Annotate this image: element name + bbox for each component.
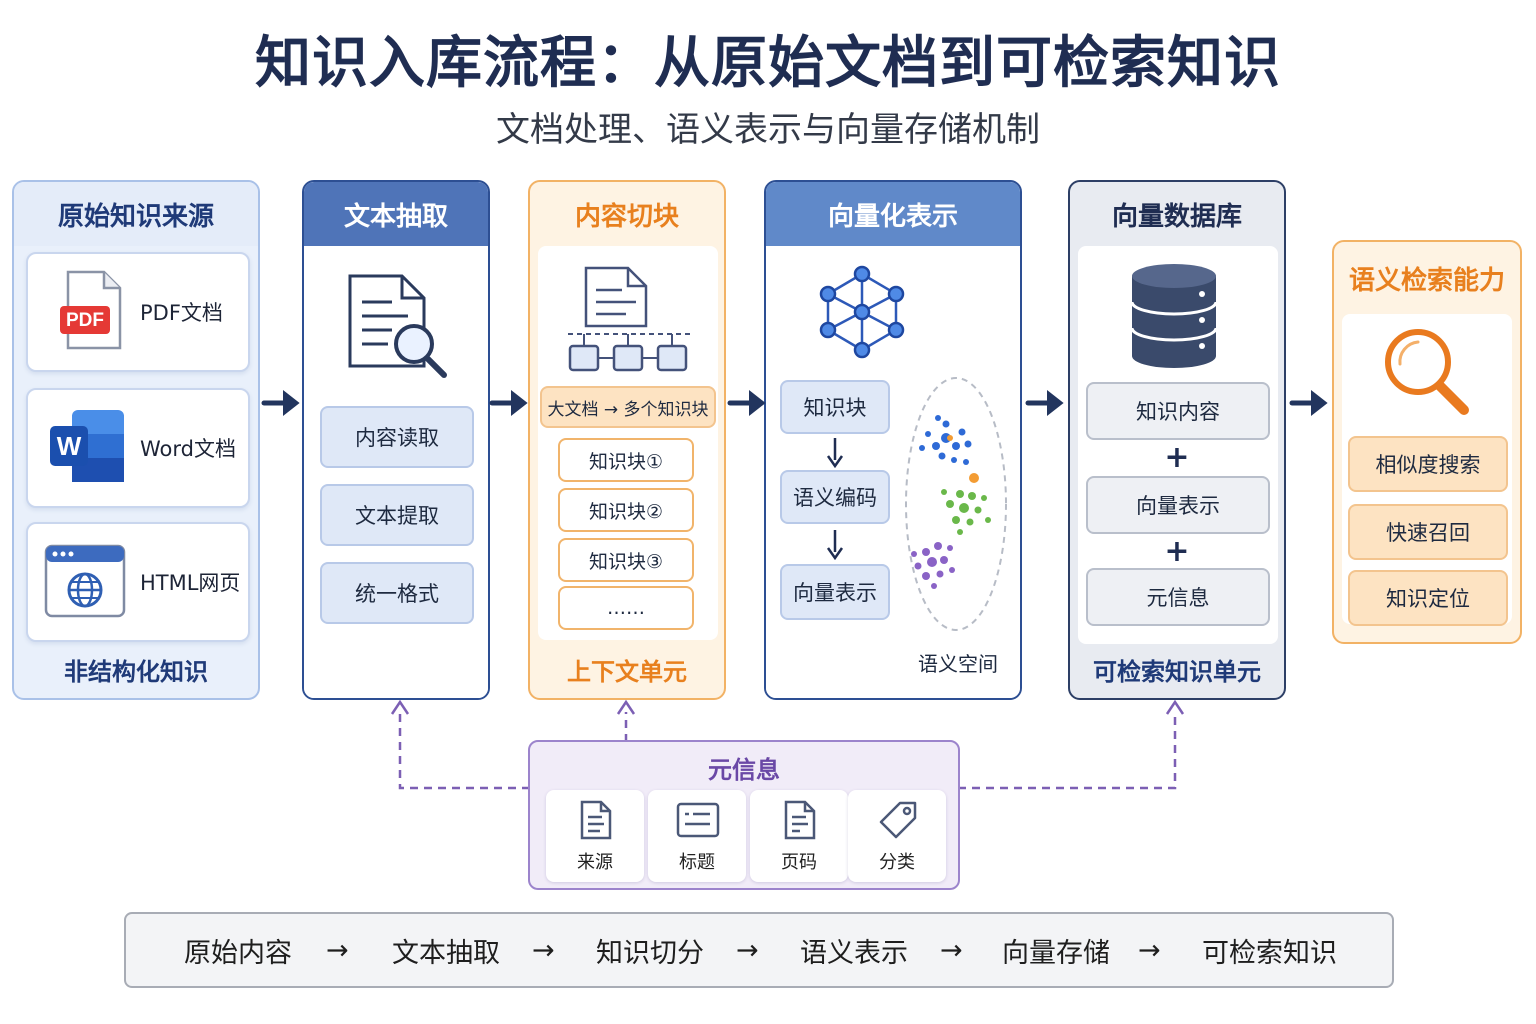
- meta-label-source: 来源: [577, 852, 613, 873]
- semantic-space-scatter: [905, 377, 1007, 631]
- flow-step-5: 向量存储: [1002, 937, 1110, 969]
- flow-step-4: 语义表示: [800, 937, 908, 969]
- extract-step-format: 统一格式: [320, 562, 474, 624]
- right-arrow-icon: [1025, 389, 1064, 417]
- db-footer: 可检索知识单元: [1093, 657, 1261, 686]
- neural-network-icon: [819, 265, 905, 359]
- search-item-recall: 快速召回: [1348, 504, 1508, 560]
- flow-step-6: 可检索知识: [1202, 937, 1337, 969]
- sources-title: 原始知识来源: [14, 182, 258, 246]
- source-doc-icon: [580, 800, 612, 840]
- chunk-item-more: ……: [558, 586, 694, 630]
- flow-arrow-icon: →: [326, 934, 349, 966]
- plus-icon: +: [1164, 440, 1190, 475]
- search-title: 语义检索能力: [1348, 265, 1505, 296]
- page-title: 知识入库流程：从原始文档到可检索知识: [255, 31, 1281, 96]
- database-icon: [1130, 264, 1218, 368]
- flow-arrow-icon: →: [736, 934, 759, 966]
- chunk-item-1: 知识块①: [558, 438, 694, 482]
- chunk-column: 内容切块 大文档 → 多个知识块 知识块① 知识块② 知识块③ …… 上下文单元: [528, 180, 726, 700]
- page-subtitle: 文档处理、语义表示与向量存储机制: [496, 110, 1040, 150]
- document-split-icon: [568, 266, 690, 372]
- extract-step-extract: 文本提取: [320, 484, 474, 546]
- db-title: 向量数据库: [1111, 201, 1242, 232]
- plus-icon: +: [1164, 534, 1190, 569]
- down-arrow-icon: [826, 530, 844, 564]
- meta-box: 元信息 来源 标题 页码: [528, 740, 960, 890]
- vector-step-vector: 向量表示: [780, 564, 890, 620]
- chunk-title: 内容切块: [574, 201, 679, 232]
- db-item-meta: 元信息: [1086, 568, 1270, 626]
- meta-item-title: 标题: [648, 790, 746, 882]
- flow-step-1: 原始内容: [184, 937, 292, 969]
- source-card-word[interactable]: W Word文档: [26, 388, 250, 508]
- meta-item-category: 分类: [848, 790, 946, 882]
- word-file-icon: W: [50, 410, 124, 482]
- vector-step-encode: 语义编码: [780, 470, 890, 524]
- down-arrow-icon: [826, 438, 844, 472]
- flow-step-2: 文本抽取: [392, 937, 500, 969]
- source-label-html: HTML网页: [140, 571, 241, 595]
- pdf-badge-text: PDF: [66, 310, 104, 331]
- vector-step-chunk: 知识块: [780, 380, 890, 434]
- right-arrow-icon: [1289, 389, 1328, 417]
- db-column: 向量数据库 知识内容 + 向量表示 + 元信息 可检索知识单元: [1068, 180, 1286, 700]
- chunk-footer: 上下文单元: [567, 657, 687, 686]
- right-arrow-icon: [727, 389, 766, 417]
- meta-item-page: 页码: [750, 790, 848, 882]
- summary-flow-bar: 原始内容 → 文本抽取 → 知识切分 → 语义表示 → 向量存储 → 可检索知识: [124, 912, 1394, 988]
- search-item-locate: 知识定位: [1348, 570, 1508, 626]
- search-item-similarity: 相似度搜索: [1348, 436, 1508, 492]
- db-item-content: 知识内容: [1086, 382, 1270, 440]
- meta-label-title: 标题: [679, 852, 715, 873]
- flow-arrow-icon: →: [940, 934, 963, 966]
- sources-footer: 非结构化知识: [64, 657, 208, 686]
- word-badge-text: W: [57, 431, 82, 461]
- meta-title: 元信息: [708, 756, 780, 784]
- source-label-word: Word文档: [140, 437, 236, 461]
- db-item-vector: 向量表示: [1086, 476, 1270, 534]
- search-column: 语义检索能力 相似度搜索 快速召回 知识定位: [1332, 240, 1522, 644]
- chunk-item-3: 知识块③: [558, 538, 694, 582]
- right-arrow-icon: [261, 389, 300, 417]
- source-card-pdf[interactable]: PDF PDF文档: [26, 252, 250, 372]
- meta-item-source: 来源: [546, 790, 644, 882]
- right-arrow-icon: [489, 389, 528, 417]
- html-page-icon: [44, 544, 126, 618]
- meta-label-page: 页码: [781, 852, 817, 873]
- flow-arrow-icon: →: [1138, 934, 1161, 966]
- flow-step-3: 知识切分: [596, 937, 704, 969]
- semantic-space-label: 语义空间: [918, 652, 998, 676]
- source-card-html[interactable]: HTML网页: [26, 522, 250, 642]
- flow-arrow-icon: →: [532, 934, 555, 966]
- meta-label-category: 分类: [879, 852, 915, 873]
- vector-title: 向量化表示: [766, 182, 1020, 246]
- extract-title: 文本抽取: [304, 182, 488, 246]
- chunk-banner: 大文档 → 多个知识块: [540, 386, 716, 428]
- pdf-file-icon: PDF: [60, 270, 122, 350]
- tag-icon: [879, 801, 917, 839]
- source-label-pdf: PDF文档: [140, 301, 223, 325]
- page-doc-icon: [784, 800, 816, 840]
- vector-column: 向量化表示 知识块 语义编码 向量表示: [764, 180, 1022, 700]
- sources-column: 原始知识来源 PDF PDF文档 W Word文档: [12, 180, 260, 700]
- magnifier-icon: [1385, 329, 1469, 415]
- extract-column: 文本抽取 内容读取 文本提取 统一格式: [302, 180, 490, 700]
- title-card-icon: [676, 802, 720, 838]
- document-search-icon: [348, 274, 447, 378]
- extract-step-read: 内容读取: [320, 406, 474, 468]
- chunk-item-2: 知识块②: [558, 488, 694, 532]
